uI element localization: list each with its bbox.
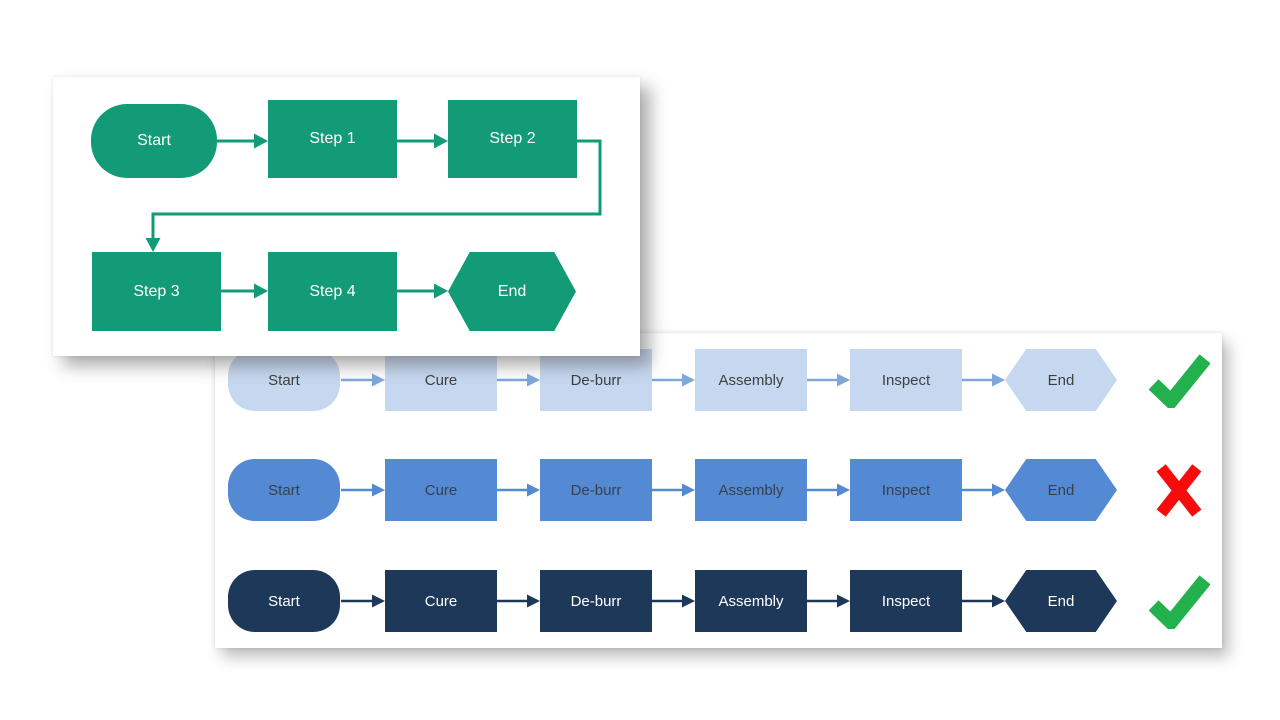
hex-node-end: End: [1005, 349, 1117, 411]
process-node-step3: Step 3: [92, 252, 221, 331]
check-icon: [1148, 354, 1210, 408]
process-node-inspect: Inspect: [850, 570, 962, 632]
process-node-cure: Cure: [385, 570, 497, 632]
pill-node-start: Start: [228, 349, 340, 411]
process-node-step2: Step 2: [448, 100, 577, 178]
process-node-cure: Cure: [385, 459, 497, 521]
process-node-deburr: De-burr: [540, 570, 652, 632]
process-node-cure: Cure: [385, 349, 497, 411]
process-node-assembly: Assembly: [695, 570, 807, 632]
pill-node-start: Start: [228, 459, 340, 521]
process-node-deburr: De-burr: [540, 349, 652, 411]
hex-node-end: End: [448, 252, 576, 331]
process-node-inspect: Inspect: [850, 349, 962, 411]
process-node-deburr: De-burr: [540, 459, 652, 521]
process-node-step4: Step 4: [268, 252, 397, 331]
check-icon: [1148, 575, 1210, 629]
comparison-card: Start Cure De-burr Assembly Inspect End …: [215, 333, 1222, 648]
process-node-assembly: Assembly: [695, 349, 807, 411]
process-node-step1: Step 1: [268, 100, 397, 178]
hex-node-end: End: [1005, 570, 1117, 632]
pill-node-start: Start: [228, 570, 340, 632]
flowchart-card: Start Step 1 Step 2 Step 3 Step 4 End: [53, 77, 640, 356]
hex-node-end: End: [1005, 459, 1117, 521]
process-node-assembly: Assembly: [695, 459, 807, 521]
process-node-inspect: Inspect: [850, 459, 962, 521]
pill-node-start: Start: [91, 104, 217, 178]
cross-icon: [1156, 464, 1202, 517]
